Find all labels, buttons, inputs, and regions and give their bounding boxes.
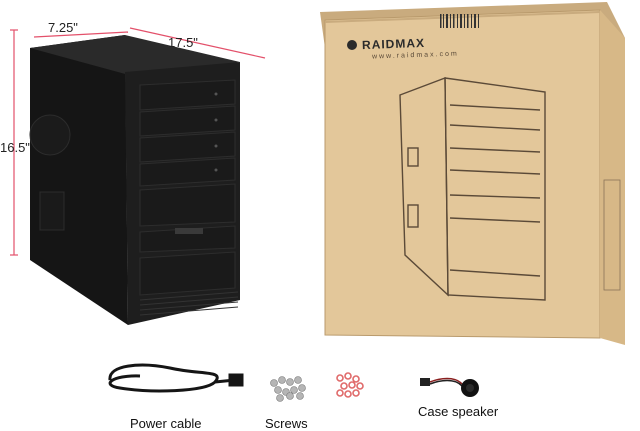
washers bbox=[336, 372, 364, 398]
barcode bbox=[440, 14, 479, 28]
box-case-sketch bbox=[399, 76, 546, 301]
tower-case bbox=[29, 35, 240, 325]
screws-caption: Screws bbox=[265, 416, 308, 431]
raidmax-logo-icon bbox=[347, 40, 357, 50]
case-speaker bbox=[420, 377, 479, 397]
retail-box bbox=[320, 2, 625, 345]
box-brand-logo: RAIDMAX bbox=[361, 35, 426, 53]
power-cable bbox=[108, 363, 244, 393]
dimension-lines bbox=[10, 27, 266, 256]
dimension-depth-label: 17.5" bbox=[168, 35, 198, 50]
dimension-width-label: 7.25" bbox=[48, 20, 78, 35]
power-cable-caption: Power cable bbox=[130, 416, 202, 431]
dimension-height-label: 16.5" bbox=[0, 140, 30, 155]
case-speaker-caption: Case speaker bbox=[418, 404, 499, 419]
screws bbox=[270, 376, 306, 402]
